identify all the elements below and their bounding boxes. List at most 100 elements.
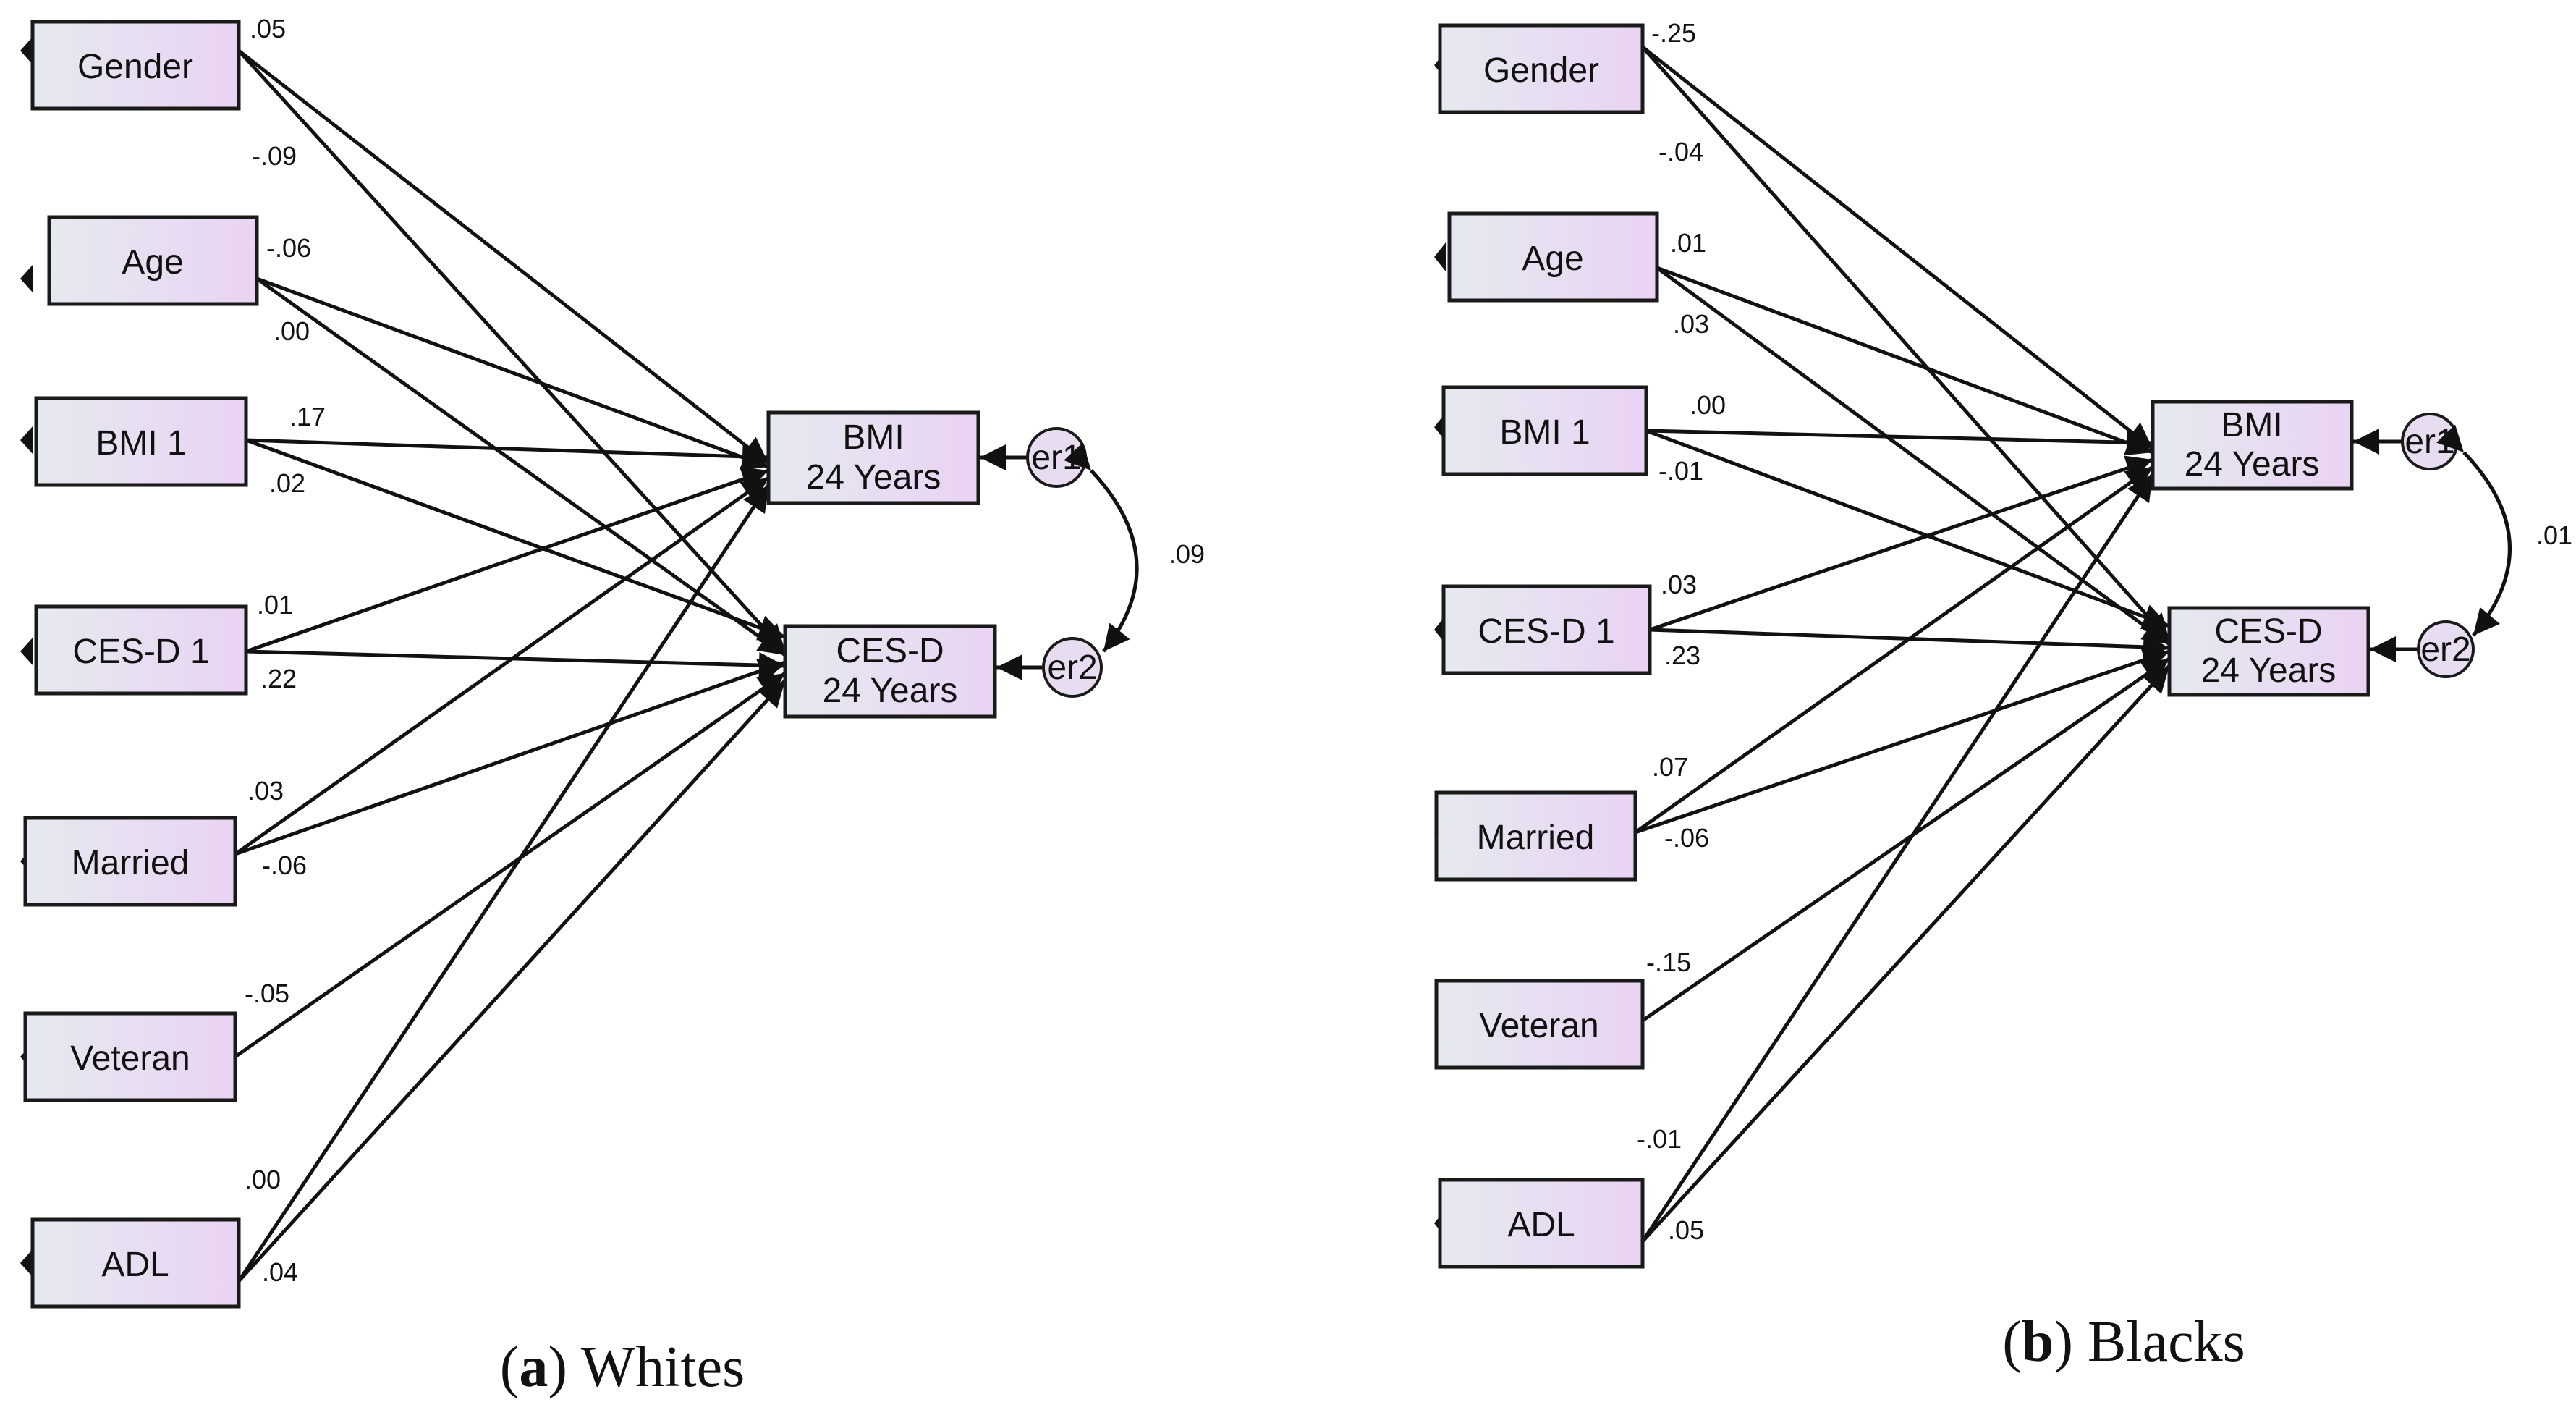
covariance-label-b: .01 [2536,520,2572,550]
outcome-cesd-a: CES-D 24 Years [783,624,997,719]
outcome-label-line2: 24 Years [2185,445,2320,484]
outcome-label-line1: CES-D [836,632,944,670]
path-age-to-bmi [1656,266,2153,456]
coef-married-bmi: .03 [247,776,284,806]
paths-b [1634,46,2171,1243]
predictor-label: ADL [1507,1206,1575,1244]
caption-letter: b [2022,1310,2054,1374]
path-adl-to-cesd [1641,664,2171,1243]
coef-age-bmi: -.06 [266,233,311,263]
coef-bmi1-cesd: -.01 [1658,456,1703,486]
path-age-to-cesd [255,276,787,657]
path-bmi1-to-bmi [1645,429,2153,456]
predictor-bmi1-a: BMI 1 [34,396,248,487]
predictor-bmi1-b: BMI 1 [1441,385,1648,476]
coef-gender-cesd: -.09 [252,141,297,171]
path-adl-to-cesd [237,679,787,1283]
predictor-label: Age [1522,240,1583,278]
path-bmi1-to-bmi [245,438,769,470]
outcome-label-line2: 24 Years [823,672,958,710]
path-cesd1-to-cesd [245,649,786,679]
predictor-label: CES-D 1 [1478,612,1614,651]
coef-gender-bmi: -.25 [1651,18,1696,48]
path-veteran-to-cesd [234,671,787,1059]
predictor-gender-b: Gender [1438,23,1645,114]
coef-married-bmi: .07 [1652,752,1688,782]
coef-gender-cesd: -.04 [1658,137,1703,166]
coef-adl-cesd: .04 [262,1257,298,1287]
path-married-to-bmi [1634,465,2154,835]
path-married-to-cesd [1635,647,2170,835]
paths-a [234,49,787,1283]
coef-cesd1-cesd: .22 [260,664,297,693]
path-age-to-bmi [256,276,769,470]
coefficients-b: -.25 -.04 .01 .03 .00 -.01 .03 .23 .07 -… [1637,18,1726,1245]
caption-a: (a) Whites [500,1335,745,1399]
predictor-married-b: Married [1434,790,1637,882]
outcome-label-line1: CES-D [2214,612,2322,651]
predictor-gender-a: Gender [30,20,241,111]
covariance-label-a: .09 [1169,539,1205,569]
outcome-bmi-b: BMI 24 Years [2151,400,2354,491]
predictor-label: Age [122,243,183,282]
path-bmi1-to-cesd [1645,429,2170,630]
coefficients-a: .05 -.09 -.06 .00 .17 .02 .01 .22 .03 -.… [245,14,326,1287]
error-er1-a: er1 [1026,427,1087,488]
covariance-curve-a [1064,442,1139,653]
predictor-label: ADL [101,1246,169,1284]
caption-text: Blacks [2088,1310,2245,1374]
caption-text: Whites [581,1335,745,1399]
path-married-to-bmi [234,476,770,856]
predictor-age-b: Age [1447,211,1659,303]
coef-bmi1-cesd: .02 [269,468,305,498]
coef-married-cesd: -.06 [262,850,307,880]
error-er2-b: er2 [2417,620,2475,678]
outcome-cesd-b: CES-D 24 Years [2167,606,2370,697]
coef-adl-bmi: -.01 [1637,1124,1682,1154]
coef-cesd1-cesd: .23 [1664,641,1700,670]
error-er2-a: er2 [1042,637,1103,698]
predictor-adl-a: ADL [30,1217,241,1309]
coef-married-cesd: -.06 [1664,823,1709,853]
error-label: er2 [1047,649,1097,687]
path-cesd1-to-bmi [1649,455,2153,632]
predictor-label: Gender [77,48,193,86]
path-veteran-to-cesd [1641,657,2171,1023]
predictor-veteran-a: Veteran [23,1011,237,1102]
coef-adl-bmi: .00 [245,1165,281,1194]
predictor-label: CES-D 1 [72,633,209,671]
predictor-label: Gender [1483,51,1599,90]
error-label: er2 [2420,630,2470,669]
predictor-veteran-b: Veteran [1434,979,1645,1070]
coef-cesd1-bmi: .03 [1661,570,1697,599]
panel-a: Gender Age BMI 1 CES-D 1 Married Veteran… [20,14,1205,1399]
coef-age-cesd: .03 [1673,309,1709,339]
predictor-cesd1-a: CES-D 1 [34,604,248,696]
error-label: er1 [2405,423,2454,461]
path-age-to-cesd [1656,266,2171,646]
predictor-age-a: Age [47,215,259,306]
path-gender-to-bmi [237,49,770,465]
outcome-label-line1: BMI [842,418,904,457]
outcome-bmi-a: BMI 24 Years [766,410,980,505]
path-adl-to-bmi [237,484,771,1283]
coef-bmi1-bmi: .17 [289,402,326,431]
caption-b: (b) Blacks [2002,1310,2245,1374]
coef-age-cesd: .00 [274,316,310,346]
predictor-label: BMI 1 [1499,413,1590,452]
error-er1-b: er1 [2401,413,2459,470]
path-married-to-cesd [234,658,786,856]
coef-age-bmi: .01 [1670,228,1706,258]
predictor-label: Veteran [1479,1007,1598,1045]
outcome-label-line2: 24 Years [2201,651,2336,690]
caption-letter: a [519,1335,548,1399]
path-gender-to-cesd [237,49,787,653]
predictor-cesd1-b: CES-D 1 [1441,584,1652,675]
outcome-label-line1: BMI [2221,406,2282,444]
path-gender-to-cesd [1641,46,2171,642]
path-adl-to-bmi [1640,473,2155,1243]
coef-veteran-cesd: -.05 [245,979,289,1008]
panel-b: Gender Age BMI 1 CES-D 1 Married Veteran… [1434,18,2572,1374]
coef-cesd1-bmi: .01 [257,590,293,620]
